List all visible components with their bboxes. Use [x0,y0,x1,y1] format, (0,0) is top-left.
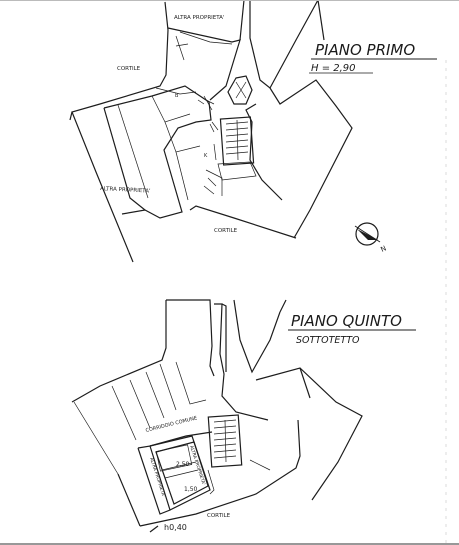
dim-150-label: 1,50 [184,486,198,493]
stair-core-fifth [207,414,243,468]
floor5-title: PIANO QUINTO [291,312,402,330]
stair-core-first [217,116,257,181]
altra-proprieta-left-label: ALTRA PROPRIETA' [100,186,151,195]
lift-shaft-first [227,75,253,105]
room-k-label: K [204,153,208,159]
cortile-bottom-label: CORTILE [207,513,231,519]
north-label: N [379,244,387,253]
floor1-height: H = 2,90 [311,63,356,74]
north-arrow: N [354,222,388,254]
dim-250-label: 2,50 [176,461,190,468]
room-b-label: B [175,93,179,99]
storage-room-fifth [137,435,211,515]
first-floor-plan: ALTRA PROPRIETA' CORTILE ALTRA PROPRIETA… [69,0,437,263]
floor5-subtitle: SOTTOTETTO [296,335,360,346]
fifth-floor-plan: CORRIDOIO COMUNE ALTRA PROPRIETA' ALTRA … [71,299,416,533]
altra-proprieta-v1-label: ALTRA PROPRIETA' [148,457,166,498]
altra-proprieta-top-label: ALTRA PROPRIETA' [174,15,224,21]
floor1-title: PIANO PRIMO [315,41,415,59]
dim-040-label: h0,40 [164,523,187,532]
cortile-top-left-label: CORTILE [117,66,141,72]
corridoio-comune-label: CORRIDOIO COMUNE [145,415,198,434]
cortile-mid-label: CORTILE [214,228,238,234]
